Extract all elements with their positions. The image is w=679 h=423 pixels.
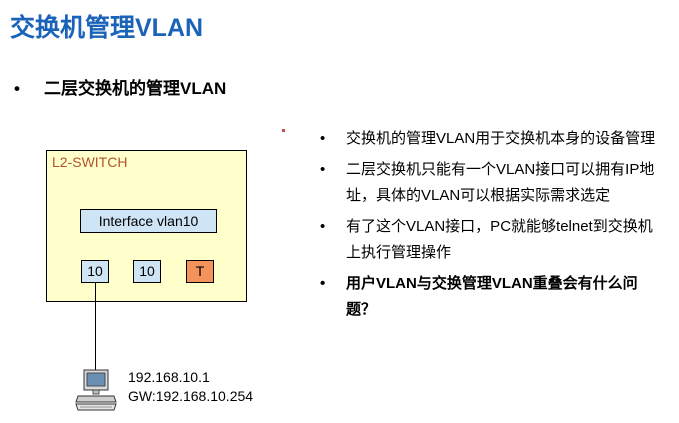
- stray-dot-mark: [282, 129, 285, 132]
- port-vlan10-a: 10: [81, 260, 109, 283]
- bullet-item: 有了这个VLAN接口，PC就能够telnet到交换机上执行管理操作: [316, 214, 656, 266]
- pc-ip: 192.168.10.1: [128, 369, 210, 385]
- port-trunk: T: [186, 260, 214, 283]
- bullet-item-question: 用户VLAN与交换管理VLAN重叠会有什么问题？: [316, 271, 656, 323]
- subheading-text: 二层交换机的管理VLAN: [44, 79, 227, 98]
- bullet-item: 交换机的管理VLAN用于交换机本身的设备管理: [316, 126, 656, 152]
- subheading: • 二层交换机的管理VLAN: [14, 74, 226, 99]
- pc-address: 192.168.10.1 GW:192.168.10.254: [128, 368, 253, 406]
- slide-title: 交换机管理VLAN: [10, 14, 204, 42]
- vlan-interface-box: Interface vlan10: [80, 209, 217, 233]
- link-line: [95, 283, 96, 376]
- port-vlan10-b: 10: [133, 260, 161, 283]
- pc-icon: [75, 369, 117, 411]
- bullet-list: 交换机的管理VLAN用于交换机本身的设备管理 二层交换机只能有一个VLAN接口可…: [316, 126, 656, 328]
- switch-label: L2-SWITCH: [52, 154, 128, 170]
- bullet-item: 二层交换机只能有一个VLAN接口可以拥有IP地址，具体的VLAN可以根据实际需求…: [316, 157, 656, 209]
- subheading-bullet: •: [14, 79, 20, 98]
- pc-gateway: GW:192.168.10.254: [128, 388, 254, 404]
